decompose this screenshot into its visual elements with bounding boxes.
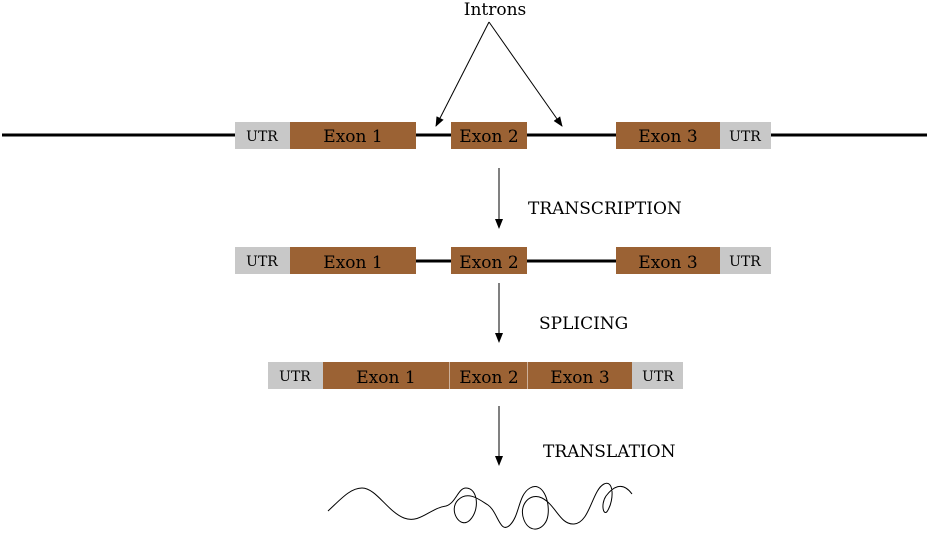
exon-2-label: Exon 2 bbox=[459, 253, 518, 273]
exon-3-label: Exon 3 bbox=[638, 127, 697, 147]
pre-mrna-row: UTR Exon 1 Exon 2 Exon 3 UTR bbox=[235, 247, 771, 274]
exon-1-label: Exon 1 bbox=[323, 253, 382, 273]
utr-box-right bbox=[720, 122, 771, 149]
utr-label: UTR bbox=[729, 129, 761, 145]
utr-label: UTR bbox=[246, 254, 278, 270]
utr-box-right bbox=[632, 362, 683, 389]
utr-label: UTR bbox=[642, 369, 674, 385]
exon-3-box bbox=[616, 122, 720, 149]
utr-box-left bbox=[235, 122, 290, 149]
utr-label: UTR bbox=[279, 369, 311, 385]
exon-2-box bbox=[451, 247, 527, 274]
exon-3-label: Exon 3 bbox=[550, 368, 609, 388]
exon-1-box bbox=[323, 362, 450, 389]
intron-pointer-right bbox=[488, 21, 563, 127]
exon-1-box bbox=[290, 247, 416, 274]
transcription-label: TRANSCRIPTION bbox=[528, 199, 682, 219]
exon-2-box bbox=[450, 362, 528, 389]
utr-box-right bbox=[720, 247, 771, 274]
exon-1-label: Exon 1 bbox=[356, 368, 415, 388]
exon-3-box bbox=[528, 362, 632, 389]
exon-3-label: Exon 3 bbox=[638, 253, 697, 273]
utr-box-left bbox=[235, 247, 290, 274]
exon-1-label: Exon 1 bbox=[323, 127, 382, 147]
utr-label: UTR bbox=[729, 254, 761, 270]
translation-label: TRANSLATION bbox=[543, 442, 676, 462]
exon-2-box bbox=[451, 122, 527, 149]
exon-2-label: Exon 2 bbox=[459, 127, 518, 147]
utr-box-left bbox=[268, 362, 323, 389]
introns-label: Introns bbox=[464, 0, 527, 20]
exon-1-box bbox=[290, 122, 416, 149]
exon-3-box bbox=[616, 247, 720, 274]
utr-label: UTR bbox=[246, 129, 278, 145]
protein-chain bbox=[327, 482, 633, 530]
dna-gene-row: UTR Exon 1 Exon 2 Exon 3 UTR bbox=[2, 122, 927, 149]
exon-2-label: Exon 2 bbox=[459, 368, 518, 388]
splicing-label: SPLICING bbox=[539, 314, 628, 334]
mature-mrna-row: UTR Exon 1 Exon 2 Exon 3 UTR bbox=[268, 362, 683, 389]
intron-pointer-left bbox=[435, 21, 490, 127]
